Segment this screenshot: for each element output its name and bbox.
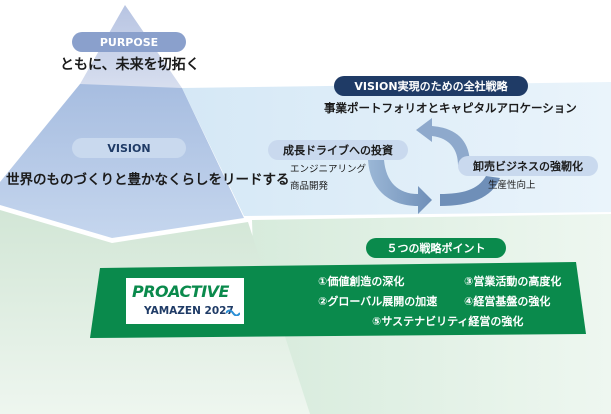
logo-wordmark: PROACTIVE bbox=[132, 282, 229, 301]
cycle-arrow-bottom bbox=[368, 160, 432, 214]
growth-item-product-dev: 商品開発 bbox=[290, 181, 329, 192]
proactive-logo: PROACTIVE YAMAZEN 2027 bbox=[126, 278, 244, 324]
cycle-arrow-top bbox=[416, 118, 470, 165]
purpose-label: PURPOSE bbox=[72, 32, 186, 52]
vision-label: VISION bbox=[72, 138, 186, 158]
strategy-portfolio: 事業ポートフォリオとキャピタルアロケーション bbox=[324, 101, 577, 115]
strategy-points-title: ５つの戦略ポイント bbox=[366, 238, 506, 258]
strategy-point-2: ②グローバル展開の加速 bbox=[318, 295, 438, 308]
strategy-title: VISION実現のための全社戦略 bbox=[334, 76, 528, 96]
strategy-point-1: ①価値創造の深化 bbox=[318, 275, 405, 288]
vision-statement: 世界のものづくりと豊かなくらしをリードする bbox=[6, 172, 290, 188]
logo-wave-icon bbox=[226, 309, 240, 316]
pyramid-purpose-tier bbox=[80, 5, 182, 103]
cycle-arrow-bottom-right bbox=[440, 176, 500, 206]
growth-investment-label: 成長ドライブへの投資 bbox=[268, 140, 408, 160]
logo-subtext: YAMAZEN 2027 bbox=[144, 305, 234, 317]
strategy-point-3: ③営業活動の高度化 bbox=[464, 275, 562, 288]
strategy-point-5: ⑤サステナビリティ経営の強化 bbox=[372, 315, 524, 328]
purpose-statement: ともに、未来を切拓く bbox=[60, 57, 200, 73]
pyramid-vision-tier bbox=[0, 84, 244, 238]
wholesale-strength-label: 卸売ビジネスの強靭化 bbox=[458, 156, 598, 176]
strategy-point-4: ④経営基盤の強化 bbox=[464, 295, 551, 308]
growth-item-engineering: エンジニアリング bbox=[290, 164, 367, 175]
wholesale-item-productivity: 生産性向上 bbox=[488, 180, 536, 191]
